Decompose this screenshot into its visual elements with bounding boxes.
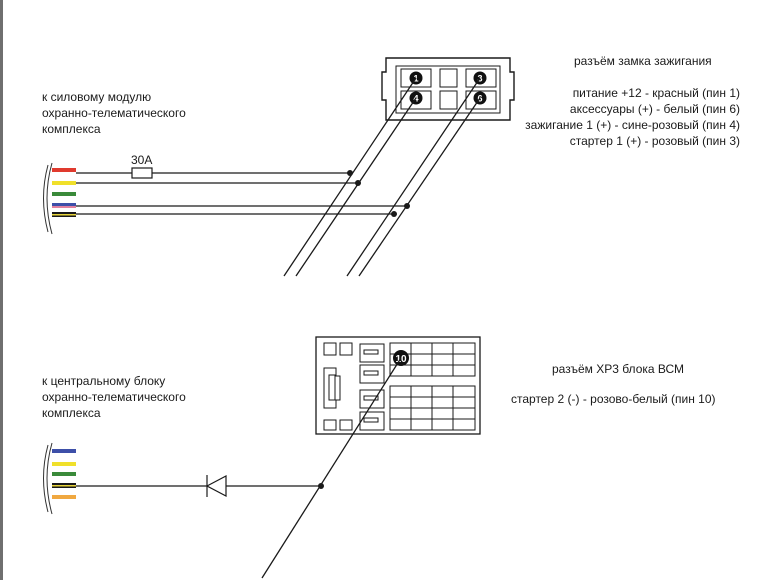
power-harness-wires bbox=[52, 168, 76, 217]
power-module-line: охранно-телематического bbox=[42, 106, 186, 120]
power-module-label: к силовому модулю охранно-телематическог… bbox=[42, 89, 186, 137]
ignition-connector bbox=[381, 57, 515, 121]
central-unit-line: охранно-телематического bbox=[42, 390, 186, 404]
fuse-symbol bbox=[131, 167, 153, 179]
central-wire-orange bbox=[52, 495, 76, 499]
power-wire-blue bbox=[52, 203, 76, 207]
ignition-pin-legend: питание +12 - красный (пин 1) аксессуары… bbox=[525, 85, 740, 149]
power-harness-bracket bbox=[43, 162, 53, 235]
page-edge-line bbox=[0, 0, 3, 580]
bcm-connector-title: разъём ХР3 блока ВСМ bbox=[552, 362, 685, 376]
ignition-legend-line: зажигание 1 (+) - сине-розовый (пин 4) bbox=[525, 118, 740, 132]
power-module-line: к силовому модулю bbox=[42, 90, 152, 104]
power-wire-green bbox=[52, 192, 76, 196]
power-wire-blue-stripe bbox=[52, 206, 76, 208]
central-unit-label: к центральному блоку охранно-телематичес… bbox=[42, 373, 186, 421]
central-harness-bracket bbox=[43, 442, 53, 515]
central-unit-line: к центральному блоку bbox=[42, 374, 166, 388]
ignition-legend-line: питание +12 - красный (пин 1) bbox=[572, 86, 740, 100]
power-wire-red bbox=[52, 168, 76, 172]
ignition-wire-pin4 bbox=[295, 97, 417, 277]
ignition-connector-title: разъём замка зажигания bbox=[574, 54, 712, 68]
central-junction-dot bbox=[318, 483, 324, 489]
ignition-wire-pin6 bbox=[358, 97, 481, 277]
central-wire-green bbox=[52, 472, 76, 476]
central-harness-wires bbox=[52, 449, 76, 499]
ignition-wire-pin3 bbox=[346, 77, 481, 277]
diode-symbol bbox=[205, 475, 227, 497]
ignition-legend-line: стартер 1 (+) - розовый (пин 3) bbox=[569, 134, 740, 148]
power-junction-dots bbox=[347, 170, 410, 217]
power-wire-yellow bbox=[52, 181, 76, 185]
ignition-legend-line: аксессуары (+) - белый (пин 6) bbox=[569, 102, 740, 116]
ignition-wire-pin1 bbox=[283, 77, 417, 277]
central-unit-line: комплекса bbox=[42, 406, 101, 420]
pin-10-label: 10 bbox=[395, 354, 407, 365]
central-wire-blue bbox=[52, 449, 76, 453]
bcm-wire-pin10 bbox=[261, 357, 402, 579]
bcm-pin-legend: стартер 2 (-) - розово-белый (пин 10) bbox=[511, 392, 716, 406]
central-wire-yellow bbox=[52, 462, 76, 466]
power-module-line: комплекса bbox=[42, 122, 101, 136]
fuse-label: 30А bbox=[131, 153, 152, 167]
